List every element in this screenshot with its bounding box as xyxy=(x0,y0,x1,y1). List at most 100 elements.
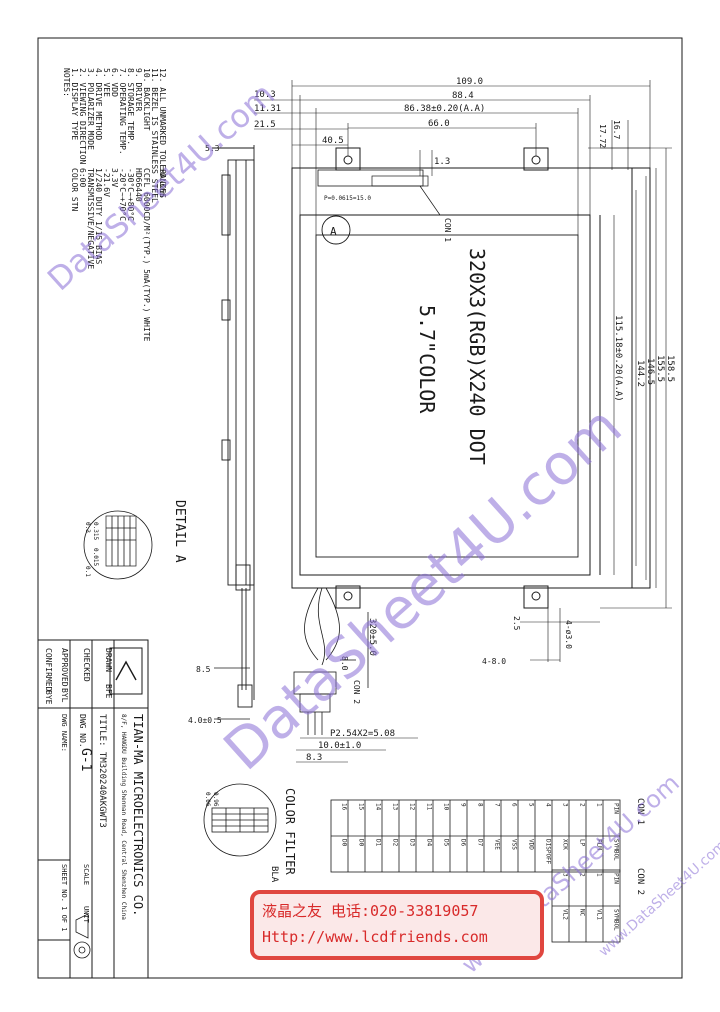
table-cell-symbol: D7 xyxy=(477,839,484,847)
tb-scale: SCALE xyxy=(82,864,90,885)
bottom-dim-labels: P2.54X2=5.08 10.0±1.0 8.3 xyxy=(306,729,395,763)
tb-dwg-name: DWG NAME: xyxy=(60,714,68,752)
con1-table: PINSYMBOL1FLM2LP3XCK4DISPOFF5VDD6VSS7VEE… xyxy=(330,799,621,873)
note-item: 2. VIEWING DIRECTION xyxy=(78,68,87,165)
dim-5-3: 5.3 xyxy=(205,144,220,153)
table-cell-symbol: VDD xyxy=(528,839,535,850)
note-item: 10. BACKLIGHT xyxy=(142,68,151,131)
table-cell-symbol: D1 xyxy=(375,839,382,847)
table-cell-pin: 1 xyxy=(596,803,603,807)
table-cell-pin: 9 xyxy=(460,803,467,807)
table-cell-symbol: D3 xyxy=(409,839,416,847)
note-item: 3. POLARIZER MODE xyxy=(86,68,95,150)
dim-86-38: 86.38±0.20(A.A) xyxy=(404,104,485,114)
dim-115-18: 115.18±0.20(A.A) xyxy=(613,315,623,402)
table-cell-pin: 1 xyxy=(596,873,603,877)
panel-resolution: 320X3(RGB)X240 DOT xyxy=(465,248,489,465)
con1-label: CON 1 xyxy=(443,218,452,242)
dim-p2-54: P2.54X2=5.08 xyxy=(330,729,395,739)
dim-40-5: 40.5 xyxy=(322,136,344,146)
tb-approved: APPROVED xyxy=(60,648,69,687)
table-cell-symbol: VEE xyxy=(494,839,501,850)
table-cell-symbol: D4 xyxy=(426,839,433,847)
dim-8-0: 8.0 xyxy=(340,656,349,671)
table-cell-symbol: LP xyxy=(579,839,586,847)
detail-a-marker-label: A xyxy=(330,225,337,238)
table-cell-symbol: NC xyxy=(579,909,586,917)
table-cell-symbol: D0 xyxy=(341,839,348,847)
tb-checked: CHECKED xyxy=(82,648,91,682)
tb-confirmed: CONFIRMED xyxy=(44,648,53,692)
note-item: 6. VDD xyxy=(110,68,119,97)
table-cell-symbol: DISPOFF xyxy=(545,839,552,865)
top-dim-labels: 109.0 88.4 86.38±0.20(A.A) 66.0 40.5 1.3… xyxy=(254,77,485,167)
table-cell-pin: 15 xyxy=(358,803,365,811)
sheet-border xyxy=(37,37,683,979)
note-item: 1. DISPLAY TYPE xyxy=(70,68,79,140)
dim-10-0: 10.0±1.0 xyxy=(318,741,361,751)
pitch-dim: P=0.0615=15.0 xyxy=(324,195,371,202)
note-item: 5. VEE xyxy=(102,68,111,97)
note-item: 8. STORAGE TEMP. xyxy=(126,68,135,145)
tb-sheet: SHEET NO. 1 OF 1 xyxy=(60,864,68,931)
table-cell-pin: 12 xyxy=(409,803,416,811)
table-cell-pin: 5 xyxy=(528,803,535,807)
table-cell-pin: PIN xyxy=(613,873,620,884)
detail-b xyxy=(203,783,277,857)
table-cell-symbol: D2 xyxy=(392,839,399,847)
note-item: 7. OPERATING TEMP. xyxy=(118,68,127,155)
detail-a-values: 0.3 0.315 0.015 0.1 xyxy=(84,522,99,577)
note-value: -21.6V xyxy=(102,168,111,197)
table-cell-pin: 14 xyxy=(375,803,382,811)
table-cell-pin: 6 xyxy=(511,803,518,807)
detail-b-value-1: 0.96 xyxy=(212,792,219,807)
table-cell-symbol: VSS xyxy=(511,839,518,850)
note-value: -20°C~+70°C xyxy=(118,168,127,221)
note-value: 1/240 DUTY 1/15 BIAS xyxy=(94,168,103,265)
dim-158-5: 158.5 xyxy=(665,355,675,382)
contact-stamp: 液晶之友 电话:020-33819057 Http://www.lcdfrien… xyxy=(250,890,544,960)
detail-a-value-2: 0.315 xyxy=(92,522,99,540)
table-cell-pin: 3 xyxy=(562,803,569,807)
table-cell-symbol: D6 xyxy=(460,839,467,847)
table-cell-symbol: XCK xyxy=(562,839,569,850)
detail-a-label: DETAIL A xyxy=(172,500,187,563)
dim-17-72: 17.72 xyxy=(598,124,607,148)
dim-109: 109.0 xyxy=(456,77,483,87)
dim-144-2: 144.2 xyxy=(635,360,645,387)
table-cell-pin: PIN xyxy=(613,803,620,814)
table-cell-pin: 2 xyxy=(579,873,586,877)
note-item: 4. DRIVE METHOD xyxy=(94,68,103,140)
table-cell-pin: 2 xyxy=(579,803,586,807)
detail-b-value-2: 0.06 xyxy=(204,792,211,807)
table-cell-symbol: FLM xyxy=(596,839,603,850)
note-value: HD66440 xyxy=(134,168,143,202)
table-cell-pin: 8 xyxy=(477,803,484,807)
note-item: 9. DRIVER xyxy=(134,68,143,112)
dim-4-phi3: 4-ø3.0 xyxy=(564,620,573,649)
tb-title: TITLE: TM320240AKGWT3 xyxy=(97,714,107,828)
con2-label: CON 2 xyxy=(352,680,361,704)
note-value: -30°C~+80°C xyxy=(126,168,135,221)
module-outline xyxy=(291,147,651,609)
tb-drawn: DRAWN xyxy=(104,648,113,672)
stamp-url[interactable]: Http://www.lcdfriends.com xyxy=(262,928,488,946)
dim-8-3: 8.3 xyxy=(306,753,322,763)
table-cell-symbol: D0 xyxy=(358,839,365,847)
tb-dwg-no: G-1 xyxy=(78,748,93,771)
right-dims xyxy=(600,147,672,609)
dim-16-7: 16.7 xyxy=(612,120,621,139)
table-cell-pin: 16 xyxy=(341,803,348,811)
table-cell-symbol: VL2 xyxy=(562,909,569,920)
note-value: ±0.3mm xyxy=(158,168,167,197)
table-cell-pin: 3 xyxy=(562,873,569,877)
con1-table-label: CON 1 xyxy=(635,798,645,825)
dim-66: 66.0 xyxy=(428,119,450,129)
dim-2-5: 2.5 xyxy=(512,616,521,631)
cable xyxy=(293,587,369,735)
detail-a-value-4: 0.1 xyxy=(84,566,91,577)
note-item: 11. BEZEL IS STAINLESS STEEL xyxy=(150,68,159,203)
tb-drawn-by: BFE xyxy=(104,684,113,699)
